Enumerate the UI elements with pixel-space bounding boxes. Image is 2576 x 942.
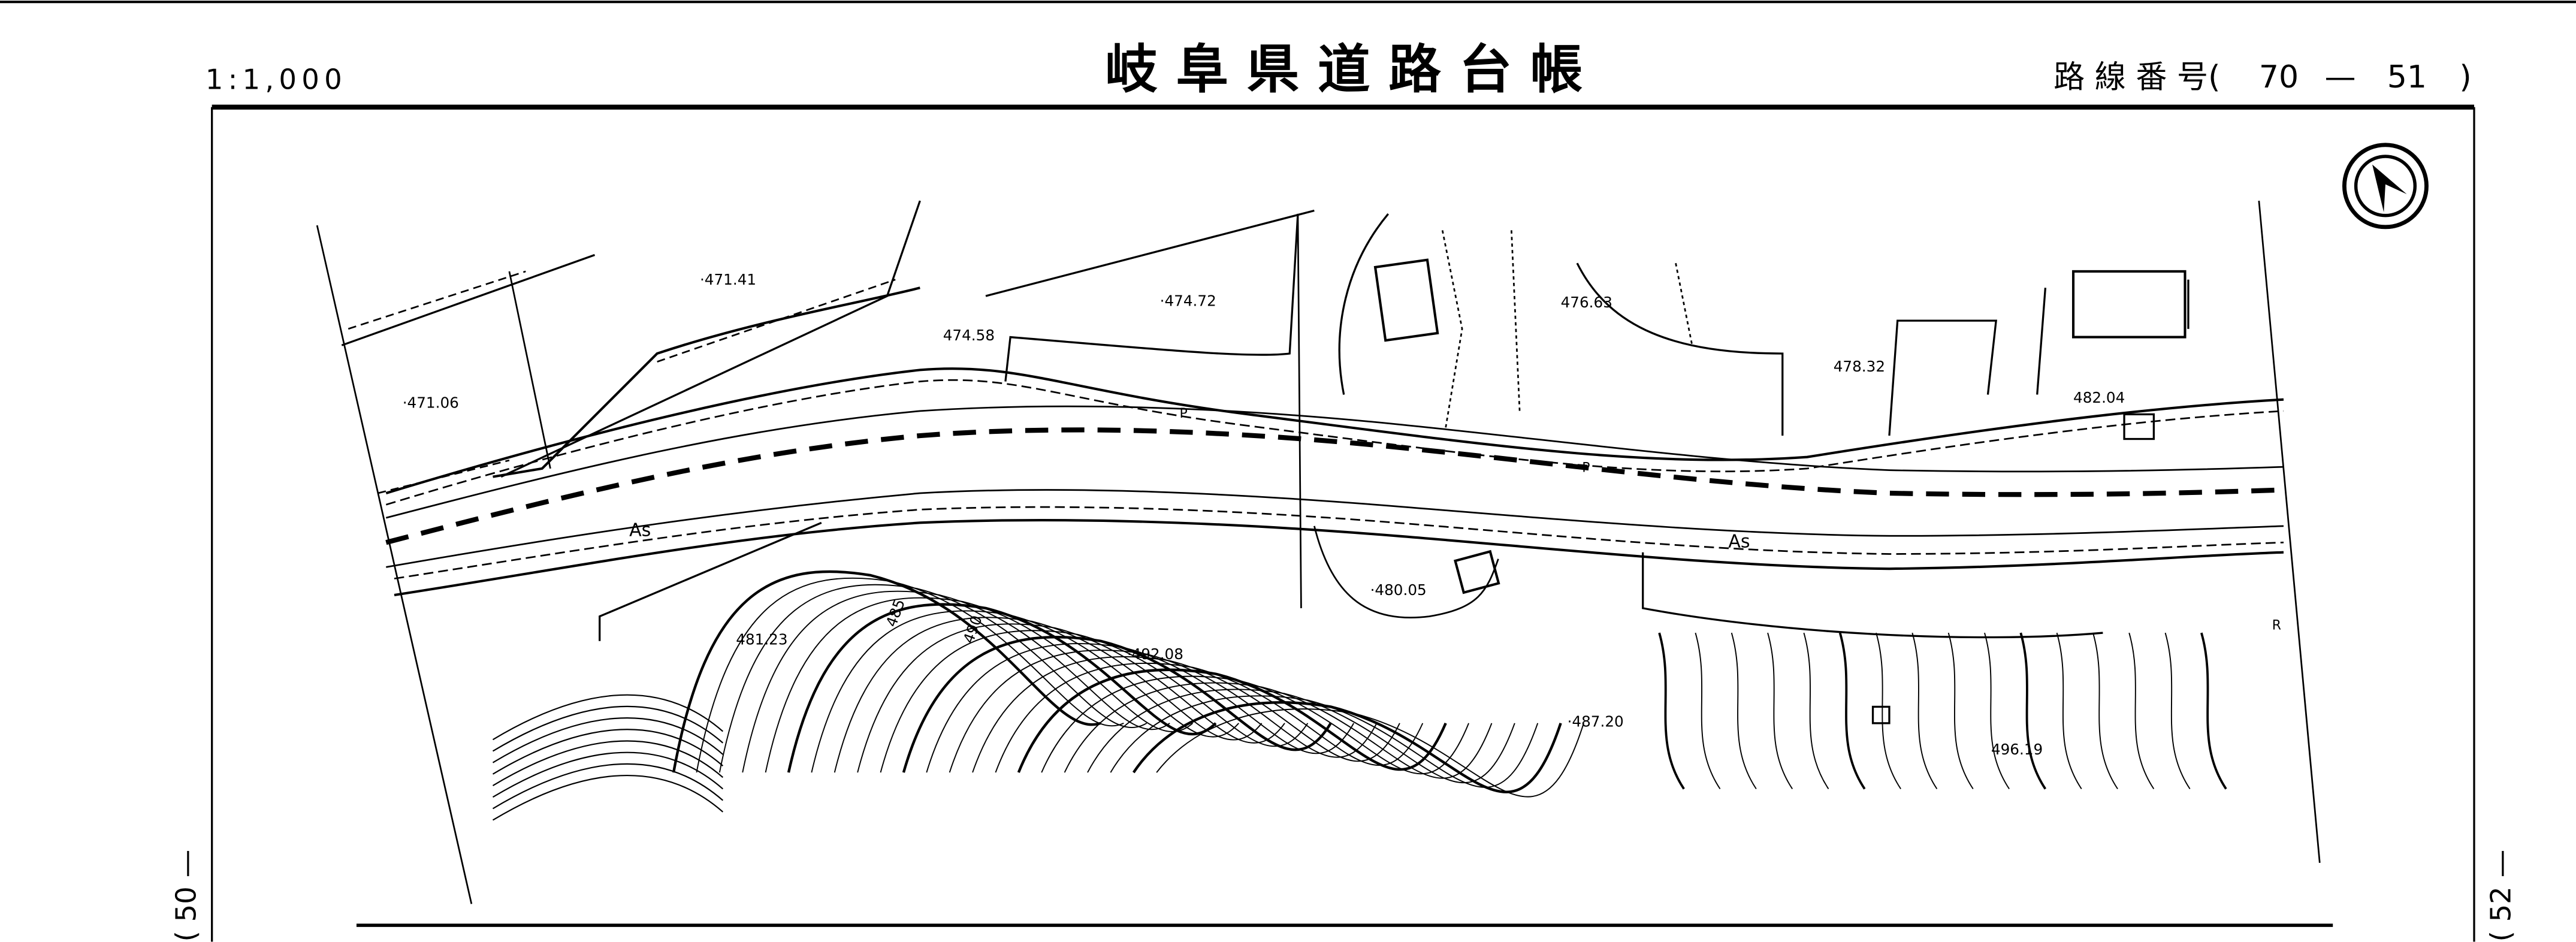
contour-line [811, 610, 1239, 773]
elevation-point: ·480.05 [1370, 581, 1427, 599]
contour-line [1876, 632, 1901, 790]
contour-line [787, 603, 1217, 773]
asphalt-label: As [629, 520, 651, 541]
contour-line [2200, 632, 2227, 790]
contour-line [926, 643, 1355, 773]
symbol-label: P [1582, 460, 1590, 475]
svg-text:): ) [2459, 59, 2471, 95]
svg-text:路 線 番 号(: 路 線 番 号( [2053, 59, 2220, 95]
contour-line [1087, 689, 1515, 784]
contour-line [1767, 632, 1793, 790]
contour-line [492, 763, 724, 810]
contour-line [902, 636, 1332, 773]
symbol-label: R [2272, 618, 2281, 633]
contour-label: 490 [959, 613, 985, 645]
map-area: ·471.41 ·474.72 474.58 ·471.06 476.63 47… [316, 200, 2321, 904]
elevation-point: ·492.08 [1127, 645, 1183, 663]
contour-line [1132, 701, 1562, 793]
next-sheet-label: ( 52 — [2484, 850, 2517, 942]
contour-line [1947, 632, 1974, 790]
contour-line [1156, 708, 1584, 798]
contour-line [949, 650, 1378, 773]
contour-line [857, 623, 1285, 773]
contour-line [1803, 632, 1829, 790]
elevation-point: 481.23 [736, 630, 787, 648]
parcels [341, 200, 2190, 724]
elevation-point: 482.04 [2073, 389, 2125, 406]
contour-line [833, 617, 1263, 773]
contour-line [1658, 632, 1685, 790]
contour-line [492, 740, 724, 786]
contour-line [718, 584, 1147, 773]
contour-line [1838, 632, 1866, 790]
contour-line [972, 656, 1400, 773]
contour-line [1984, 632, 2010, 790]
contour-line [2128, 632, 2155, 790]
svg-text:—: — [2325, 59, 2356, 95]
contour-line [2092, 632, 2118, 790]
contour-line [492, 729, 724, 775]
contour-lines [492, 570, 2227, 821]
north-arrow-icon [2342, 143, 2429, 230]
sheet-title: 岐 阜 県 道 路 台 帳 [1105, 39, 1583, 100]
elevation-point: ·471.41 [700, 271, 756, 288]
sheet-frame [211, 104, 2475, 942]
contour-line [492, 694, 724, 741]
contour-line [880, 630, 1309, 773]
elevation-point: 476.63 [1561, 294, 1612, 311]
contour-line [2164, 632, 2191, 790]
contour-line [492, 705, 724, 752]
symbol-label: P [1180, 406, 1188, 421]
contour-line [492, 751, 724, 798]
elevation-point: ·471.06 [403, 394, 459, 411]
contour-line [492, 774, 724, 821]
svg-text:70: 70 [2259, 59, 2299, 95]
contour-line [1731, 632, 1757, 790]
contour-line [492, 717, 724, 763]
elevation-point: 478.32 [1834, 358, 1885, 375]
elevation-point: 496.19 [1991, 741, 2043, 758]
contour-line [696, 577, 1124, 773]
route-number: 路 線 番 号( 70 — 51 ) [2053, 59, 2472, 95]
asphalt-label: As [1728, 531, 1750, 552]
svg-text:51: 51 [2387, 59, 2427, 95]
elevation-point: 474.58 [943, 327, 995, 344]
contour-line [672, 570, 1101, 773]
prefectural-road [385, 367, 2284, 641]
elevation-point: ·487.20 [1568, 712, 1624, 730]
contour-line [1695, 632, 1721, 790]
contour-line [1911, 632, 1938, 790]
contour-line [2056, 632, 2082, 790]
contour-line [765, 597, 1194, 773]
contour-line [742, 590, 1170, 773]
contour-line [2019, 632, 2047, 790]
scale-label: 1:1,000 [206, 64, 347, 96]
elevation-point: ·474.72 [1160, 292, 1216, 309]
contour-line [1041, 675, 1469, 775]
contour-line [1064, 682, 1493, 779]
elevation-labels: ·471.41 ·474.72 474.58 ·471.06 476.63 47… [403, 271, 2125, 758]
previous-sheet-label: ( 50 — [170, 850, 202, 942]
